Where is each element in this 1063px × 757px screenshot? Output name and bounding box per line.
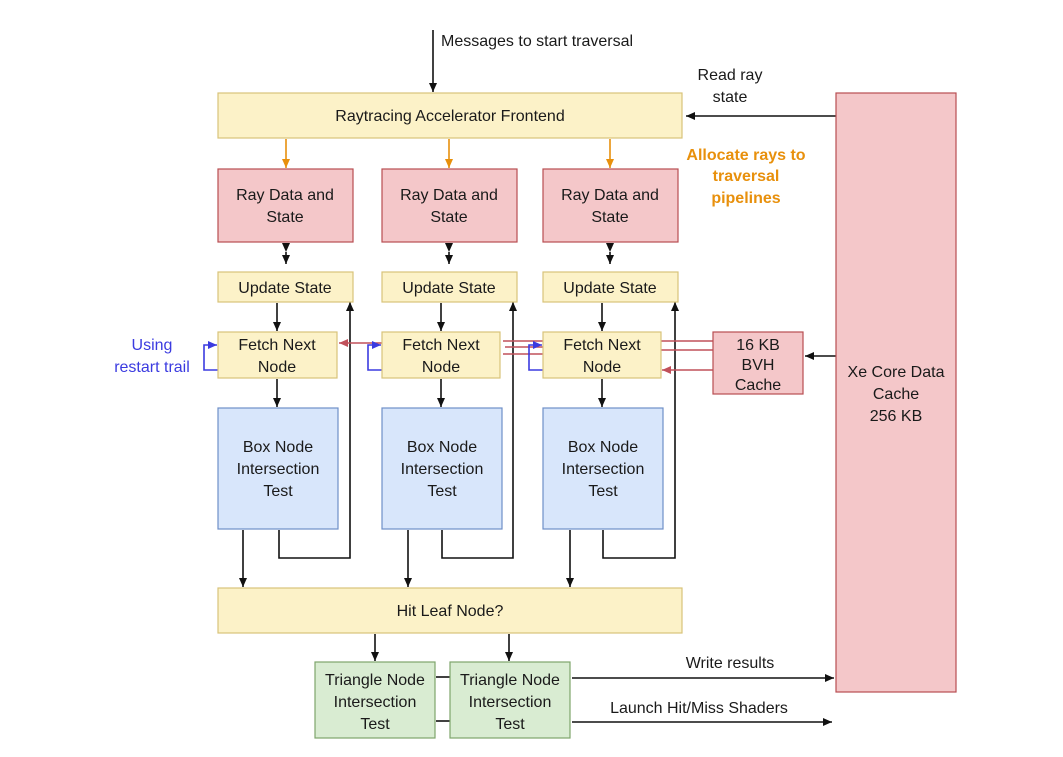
update-state-box-2: Update State — [381, 271, 518, 303]
loop-back-arrow-1 — [278, 302, 354, 559]
fetch-node-box-3: Fetch Next Node — [542, 331, 662, 379]
allocate-label-line3: pipelines — [711, 190, 780, 207]
triangle-label-line1: Triangle Node — [460, 672, 560, 689]
box-node-label-line1: Box Node — [407, 439, 477, 456]
messages-label: Messages to start traversal — [441, 33, 633, 50]
ray-data-box-3: Ray Data and State — [542, 168, 679, 243]
triangle-label-line1: Triangle Node — [325, 672, 425, 689]
restart-loop-1 — [203, 341, 218, 371]
box-node-label-line3: Test — [427, 483, 457, 500]
fetch-node-label-line2: Node — [583, 359, 621, 376]
fetch-node-label-line2: Node — [258, 359, 296, 376]
xe-cache-label-line1: Xe Core Data — [848, 364, 945, 381]
write-results-label: Write results — [686, 655, 775, 672]
box-node-test-1: Box Node Intersection Test — [217, 407, 339, 530]
triangle-label-line2: Intersection — [469, 694, 552, 711]
fetch-node-box-1: Fetch Next Node — [217, 331, 338, 379]
restart-loop-3 — [528, 341, 543, 371]
loop-back-arrow-3 — [602, 302, 679, 559]
box-node-label-line2: Intersection — [562, 461, 645, 478]
box-node-label-line1: Box Node — [243, 439, 313, 456]
allocate-label-line1: Allocate rays to — [686, 147, 805, 164]
triangle-label-line2: Intersection — [334, 694, 417, 711]
using-restart-line1: Using — [132, 337, 173, 354]
connectors — [203, 30, 836, 726]
fetch-node-label-line1: Fetch Next — [238, 337, 316, 354]
loop-back-arrow-2 — [441, 302, 517, 559]
update-state-box-3: Update State — [542, 271, 679, 303]
box-node-label-line2: Intersection — [401, 461, 484, 478]
ray-data-label-line1: Ray Data and — [236, 187, 334, 204]
fetch-node-label-line1: Fetch Next — [563, 337, 641, 354]
update-state-label: Update State — [238, 280, 332, 297]
hit-leaf-label: Hit Leaf Node? — [397, 603, 504, 620]
using-restart-line2: restart trail — [114, 359, 190, 376]
bvh-cache-label-line1: 16 KB — [736, 337, 780, 354]
bvh-cache-label-line2: BVH — [742, 357, 775, 374]
triangle-test-1: Triangle Node Intersection Test — [314, 661, 436, 739]
box-node-test-3: Box Node Intersection Test — [542, 407, 664, 530]
triangle-label-line3: Test — [360, 716, 390, 733]
allocate-label-line2: traversal — [713, 168, 780, 185]
ray-data-label-line2: State — [266, 209, 303, 226]
triangle-test-2: Triangle Node Intersection Test — [449, 661, 571, 739]
fetch-node-box-2: Fetch Next Node — [381, 331, 501, 379]
ray-data-box-1: Ray Data and State — [217, 168, 354, 243]
frontend-label: Raytracing Accelerator Frontend — [335, 108, 564, 125]
ray-data-box-2: Ray Data and State — [381, 168, 518, 243]
ray-data-label-line1: Ray Data and — [561, 187, 659, 204]
box-node-test-2: Box Node Intersection Test — [381, 407, 503, 530]
restart-loop-2 — [367, 341, 382, 371]
xe-core-cache-box: Xe Core Data Cache 256 KB — [835, 92, 957, 693]
box-node-label-line2: Intersection — [237, 461, 320, 478]
ray-data-label-line2: State — [430, 209, 467, 226]
box-node-label-line3: Test — [263, 483, 293, 500]
box-node-label-line3: Test — [588, 483, 618, 500]
ray-data-label-line2: State — [591, 209, 628, 226]
update-state-box-1: Update State — [217, 271, 354, 303]
fetch-node-label-line1: Fetch Next — [402, 337, 480, 354]
xe-cache-label-line3: 256 KB — [870, 408, 922, 425]
bvh-cache-label-line3: Cache — [735, 377, 781, 394]
launch-shaders-label: Launch Hit/Miss Shaders — [610, 700, 788, 717]
frontend-box: Raytracing Accelerator Frontend — [217, 92, 683, 139]
update-state-label: Update State — [402, 280, 496, 297]
box-node-label-line1: Box Node — [568, 439, 638, 456]
triangle-label-line3: Test — [495, 716, 525, 733]
fetch-node-label-line2: Node — [422, 359, 460, 376]
xe-cache-label-line2: Cache — [873, 386, 919, 403]
update-state-label: Update State — [563, 280, 657, 297]
read-ray-state-line1: Read ray — [698, 67, 763, 84]
ray-data-label-line1: Ray Data and — [400, 187, 498, 204]
bvh-cache-box: 16 KB BVH Cache — [712, 331, 804, 395]
read-ray-state-line2: state — [713, 89, 748, 106]
hit-leaf-box: Hit Leaf Node? — [217, 587, 683, 634]
